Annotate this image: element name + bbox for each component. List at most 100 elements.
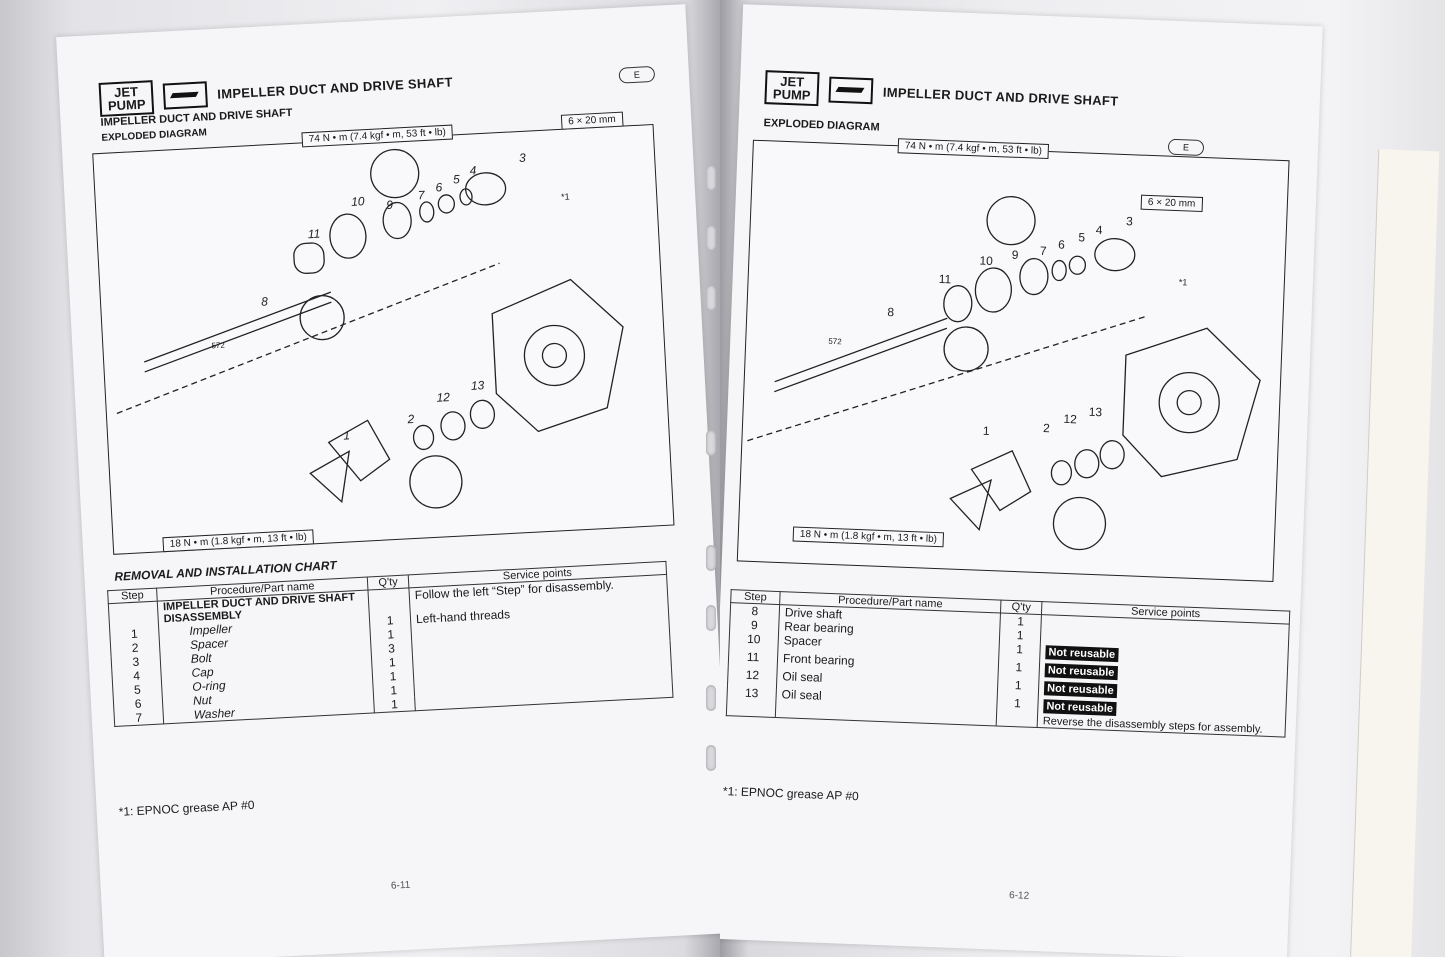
exploded-diagram-drawing: 1 2 3 4 5 6 7 8 9 10 11 12 13 572 *1	[116, 148, 624, 509]
diagram-heading: EXPLODED DIAGRAM	[101, 127, 208, 144]
nut-6	[1068, 255, 1087, 275]
spacer-2	[412, 424, 435, 451]
callout-8: 8	[261, 294, 269, 308]
impeller-duct	[491, 278, 624, 433]
callout-6: 6	[1058, 237, 1066, 251]
jet-ski-icon	[162, 81, 208, 110]
page-title: IMPELLER DUCT AND DRIVE SHAFT	[216, 73, 454, 102]
o-ring-5	[459, 188, 473, 206]
loctite-label: 572	[211, 341, 225, 351]
not-reusable-badge: Not reusable	[1044, 663, 1118, 681]
callout-13: 13	[471, 378, 485, 393]
cap-4	[1094, 238, 1136, 272]
callout-6: 6	[435, 180, 443, 194]
row-qty: 1	[999, 627, 1041, 644]
row-qty: 1	[373, 696, 416, 713]
spacer-10	[974, 267, 1013, 313]
right-sheet: JET PUMP IMPELLER DUCT AND DRIVE SHAFT E…	[720, 4, 1323, 957]
rear-bearing-9	[1019, 257, 1049, 296]
grease-mark: *1	[1179, 277, 1188, 287]
page-title: IMPELLER DUCT AND DRIVE SHAFT	[882, 84, 1119, 109]
row-step: 12	[727, 667, 778, 687]
callout-9: 9	[1011, 248, 1019, 262]
callout-4: 4	[469, 163, 477, 177]
bolt-spec: 6 × 20 mm	[560, 111, 624, 130]
spacer-2	[1050, 460, 1073, 486]
row-step: 10	[728, 631, 779, 652]
washer-7	[419, 201, 435, 223]
page-number: 6-11	[390, 879, 411, 892]
row-step: 11	[728, 649, 778, 670]
detail-circle-top	[986, 196, 1036, 246]
exploded-diagram: 1 2 3 4 5 6 7 8 9 10 11 12 13 572 *1	[92, 123, 675, 555]
not-reusable-badge: Not reusable	[1043, 681, 1117, 699]
not-reusable-badge: Not reusable	[1045, 645, 1119, 663]
callout-10: 10	[979, 253, 993, 268]
exploded-diagram-drawing: 1 2 3 4 5 6 7 8 9 10 11 12 13 572 *1	[747, 196, 1261, 551]
callout-4: 4	[1095, 223, 1103, 237]
right-page: JET PUMP IMPELLER DUCT AND DRIVE SHAFT E…	[720, 0, 1445, 957]
oil-seal-13	[469, 399, 496, 429]
callout-2: 2	[406, 412, 415, 426]
detail-circle-top	[370, 148, 420, 199]
bearing-11	[943, 285, 973, 323]
impeller-1	[309, 419, 391, 504]
callout-11: 11	[307, 227, 320, 242]
row-qty: 1	[999, 613, 1042, 630]
oil-seal-13	[1099, 440, 1125, 470]
row-qty: 1	[996, 695, 1039, 716]
callout-1: 1	[983, 424, 991, 438]
removal-chart-table: Step Procedure/Part name Q'ty Service po…	[107, 561, 673, 727]
diagram-heading: EXPLODED DIAGRAM	[763, 117, 880, 134]
nut-6	[437, 194, 456, 214]
footnote: *1: EPNOC grease AP #0	[118, 797, 255, 819]
callout-5: 5	[453, 172, 461, 186]
spacer-10	[329, 213, 367, 259]
impeller-1	[949, 450, 1032, 531]
right-header: JET PUMP IMPELLER DUCT AND DRIVE SHAFT	[764, 70, 1119, 118]
row-qty: 1	[998, 641, 1041, 662]
page-edge-stack	[1349, 149, 1440, 957]
oil-seal-12	[440, 411, 466, 441]
removal-chart-table: Step Procedure/Part name Q'ty Service po…	[726, 589, 1290, 738]
loctite-label: 572	[828, 337, 842, 347]
detail-circle-bottom	[409, 455, 463, 509]
language-badge: E	[618, 65, 656, 84]
footnote: *1: EPNOC grease AP #0	[722, 784, 859, 804]
callout-13: 13	[1089, 405, 1103, 420]
row-qty: 1	[998, 659, 1040, 680]
drive-shaft	[143, 291, 332, 363]
callout-12: 12	[436, 390, 450, 405]
callout-3: 3	[519, 151, 527, 165]
bolt-spec: 6 × 20 mm	[1140, 194, 1203, 212]
callout-9: 9	[386, 198, 394, 212]
not-reusable-badge: Not reusable	[1043, 699, 1117, 717]
drive-shaft	[774, 317, 948, 383]
exploded-diagram: 1 2 3 4 5 6 7 8 9 10 11 12 13 572 *1	[736, 139, 1290, 582]
rear-bearing-9	[382, 201, 412, 240]
tag-line-2: PUMP	[772, 86, 811, 103]
callout-11: 11	[938, 272, 951, 286]
left-page: JET PUMP IMPELLER DUCT AND DRIVE SHAFT E…	[0, 0, 720, 957]
tag-line-2: PUMP	[107, 96, 146, 114]
binding-holes-left	[706, 0, 720, 957]
language-badge: E	[1167, 138, 1205, 157]
callout-7: 7	[418, 188, 427, 202]
jet-pump-tag: JET PUMP	[764, 70, 820, 107]
bearing-11	[293, 242, 325, 274]
callout-7: 7	[1040, 244, 1048, 258]
oil-seal-12	[1074, 449, 1100, 479]
left-sheet: JET PUMP IMPELLER DUCT AND DRIVE SHAFT E…	[56, 4, 720, 957]
detail-circle-bottom	[1052, 496, 1107, 551]
row-step: 13	[726, 685, 777, 705]
cap-4	[464, 172, 507, 206]
impeller-duct	[1122, 327, 1261, 478]
callout-3: 3	[1126, 214, 1134, 228]
jet-ski-icon	[828, 76, 874, 105]
detail-circle-mid	[943, 326, 989, 372]
callout-8: 8	[887, 305, 895, 319]
callout-12: 12	[1063, 412, 1077, 427]
callout-1: 1	[343, 428, 350, 442]
callout-10: 10	[351, 194, 365, 209]
jet-pump-tag: JET PUMP	[98, 80, 155, 117]
